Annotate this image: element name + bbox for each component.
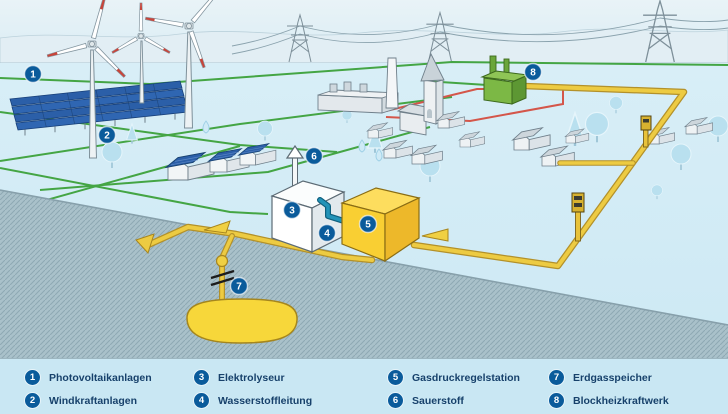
legend-label-1: Photovoltaikanlagen [49, 371, 152, 384]
pipeline-arrowhead [135, 233, 155, 254]
badge-2: 2 [97, 125, 117, 145]
factory-chimney [385, 57, 399, 109]
legend-label-2: Windkraftanlagen [49, 394, 137, 407]
svg-text:8: 8 [530, 68, 536, 79]
legend-item-windkraftanlagen: 2 Windkraftanlagen [25, 389, 194, 412]
svg-text:5: 5 [365, 220, 371, 231]
svg-text:1: 1 [30, 70, 36, 81]
badge-7: 7 [229, 276, 249, 296]
badge-3: 3 [282, 200, 302, 220]
legend-item-erdgasspeicher: 7 Erdgasspeicher [549, 366, 728, 389]
gas-storage [186, 269, 298, 344]
legend-badge-8: 8 [549, 393, 564, 408]
diagram-canvas: 1 2 3 4 5 6 7 8 [0, 0, 728, 358]
gas-pipeline [144, 82, 688, 305]
legend-label-5: Gasdruckregelstation [412, 371, 520, 384]
trees [101, 95, 728, 200]
gas-marker-post [571, 192, 585, 242]
legend-badge-3: 3 [194, 370, 209, 385]
flow-arrow [203, 220, 231, 234]
legend: 1 Photovoltaikanlagen 2 Windkraftanlagen… [0, 358, 728, 414]
badge-1: 1 [23, 64, 43, 84]
legend-label-3: Elektrolyseur [218, 371, 285, 384]
legend-item-sauerstoff: 6 Sauerstoff [388, 389, 549, 412]
church-spire [420, 52, 445, 82]
svg-text:4: 4 [324, 229, 330, 240]
legend-label-7: Erdgasspeicher [573, 371, 652, 384]
badge-4: 4 [317, 223, 337, 243]
factory [317, 57, 399, 114]
badge-8: 8 [523, 62, 543, 82]
legend-badge-1: 1 [25, 370, 40, 385]
legend-item-elektrolyseur: 3 Elektrolyseur [194, 366, 388, 389]
svg-text:6: 6 [311, 152, 317, 163]
legend-label-8: Blockheizkraftwerk [573, 394, 669, 407]
wind-turbine [111, 2, 171, 104]
svg-text:3: 3 [289, 206, 295, 217]
badge-6: 6 [304, 146, 324, 166]
svg-text:7: 7 [236, 282, 242, 293]
legend-item-photovoltaikanlagen: 1 Photovoltaikanlagen [25, 366, 194, 389]
legend-label-6: Sauerstoff [412, 394, 464, 407]
church [396, 52, 445, 136]
chp-plant [480, 55, 530, 105]
up-arrow-icon [285, 144, 305, 159]
overhead-wire [231, 17, 728, 47]
hydrogen-pipe [317, 197, 350, 225]
legend-badge-6: 6 [388, 393, 403, 408]
badge-5: 5 [358, 214, 378, 234]
legend-label-4: Wasserstoffleitung [218, 394, 313, 407]
legend-badge-7: 7 [549, 370, 564, 385]
legend-badge-5: 5 [388, 370, 403, 385]
legend-item-wasserstoffleitung: 4 Wasserstoffleitung [194, 389, 388, 412]
legend-badge-2: 2 [25, 393, 40, 408]
legend-item-blockheizkraftwerk: 8 Blockheizkraftwerk [549, 389, 728, 412]
legend-badge-4: 4 [194, 393, 209, 408]
valve-icon [210, 269, 235, 287]
wind-turbine [46, 0, 126, 159]
diagram-badges: 1 2 3 4 5 6 7 8 [23, 62, 543, 296]
wind-turbine [144, 0, 219, 129]
legend-item-gasdruckregelstation: 5 Gasdruckregelstation [388, 366, 549, 389]
flow-arrow [421, 228, 449, 242]
gas-marker-post [640, 115, 652, 148]
svg-text:2: 2 [104, 131, 110, 142]
pipe-joint [215, 254, 229, 268]
